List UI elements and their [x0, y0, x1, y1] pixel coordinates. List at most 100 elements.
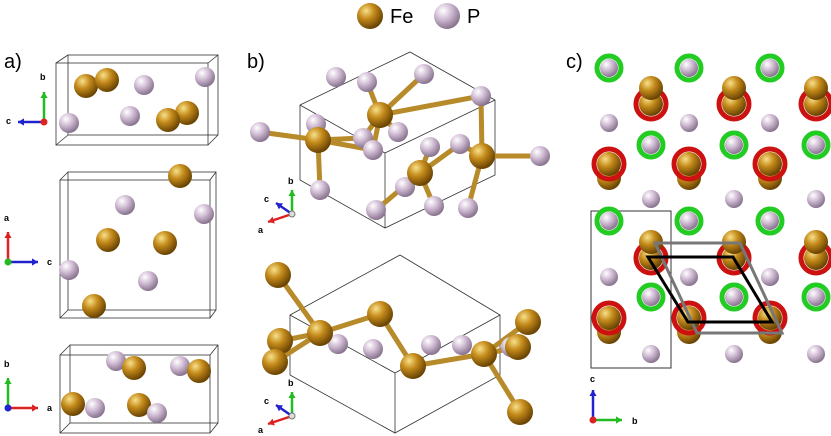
atoms-a2 [59, 164, 214, 318]
green-ring-marker [674, 53, 704, 83]
axis-arrowhead [18, 118, 24, 126]
fe-atom [122, 356, 146, 380]
fe-atom [407, 160, 433, 186]
axis-label: c [6, 116, 11, 126]
p-atom [458, 198, 478, 218]
p-atom [642, 288, 660, 306]
green-ring-marker [594, 206, 624, 236]
red-ring-marker [591, 146, 627, 182]
p-atom [170, 356, 190, 376]
fe-atom [267, 328, 293, 354]
fe-atom [471, 341, 497, 367]
p-atom [680, 59, 698, 77]
fe-atom [507, 399, 533, 425]
p-atom [326, 67, 346, 87]
p-atom [761, 114, 779, 132]
p-atom [761, 59, 779, 77]
axis-label: b [632, 416, 638, 426]
fe-atom [96, 228, 120, 252]
fe-atom [677, 152, 701, 176]
axis-label: c [47, 257, 52, 267]
axis-arrowhead [40, 92, 48, 98]
panel-a-label: a) [4, 51, 22, 73]
legend-fe-label: Fe [390, 6, 413, 28]
fe-atom [82, 294, 106, 318]
fe-atom [505, 334, 531, 360]
axis-arrowhead [288, 190, 296, 196]
atoms-a1 [59, 67, 215, 133]
p-atom [421, 335, 441, 355]
green-ring-marker [636, 130, 666, 160]
panel-a [55, 54, 219, 434]
axis-arrowhead [32, 258, 38, 266]
p-atom [642, 345, 660, 363]
p-atom [600, 212, 618, 230]
fe-atom [469, 143, 495, 169]
legend-p-label: P [467, 6, 480, 28]
atoms-a3 [61, 351, 211, 423]
p-atom [471, 86, 491, 106]
axis-arrowhead [4, 232, 12, 238]
p-atom [807, 345, 825, 363]
p-atom [424, 196, 444, 216]
fe-atom [367, 301, 393, 327]
green-ring-marker [755, 206, 785, 236]
legend-p-swatch [434, 3, 460, 29]
projection-cell-rect [590, 210, 672, 369]
p-atom [600, 59, 618, 77]
panel-c-label: c) [566, 51, 583, 73]
fe-atom [127, 393, 151, 417]
p-atom [363, 339, 383, 359]
green-ring-marker [755, 53, 785, 83]
p-atom [452, 335, 472, 355]
panel-c [590, 53, 831, 369]
p-atom [310, 180, 330, 200]
axis-arrowhead [276, 203, 283, 210]
fe-atom [265, 262, 291, 288]
axis-arrowhead [276, 405, 283, 412]
p-atom [250, 122, 270, 142]
p-atom [120, 106, 140, 126]
axis-origin [4, 258, 12, 266]
p-atom [600, 114, 618, 132]
atoms-b1 [250, 64, 550, 220]
p-atom [195, 67, 215, 87]
p-atom [138, 271, 158, 291]
legend: Fe P [357, 3, 480, 29]
fe-p-bond [379, 93, 482, 118]
axis-origin [589, 416, 597, 424]
p-atom [807, 190, 825, 208]
p-atom [725, 136, 743, 154]
green-ring-marker [636, 282, 666, 312]
p-atom [725, 288, 743, 306]
legend-fe-swatch [357, 3, 383, 29]
green-ring-marker [594, 53, 624, 83]
green-ring-marker [719, 130, 749, 160]
green-ring-marker [801, 282, 831, 312]
axis-origin [40, 118, 48, 126]
p-atom [761, 268, 779, 286]
projection-cell-gray [652, 241, 785, 335]
p-atom [642, 190, 660, 208]
red-ring-marker [591, 300, 627, 336]
axis-origin [288, 412, 296, 420]
red-ring-marker [671, 300, 707, 336]
fe-atom [74, 74, 98, 98]
green-ring-marker [719, 282, 749, 312]
axis-arrowhead [268, 216, 275, 224]
fe-atom [597, 152, 621, 176]
axis-label: b [40, 72, 46, 82]
p-atom [807, 136, 825, 154]
axis-arrowhead [32, 404, 38, 412]
green-ring-marker [801, 130, 831, 160]
panel-b [250, 51, 550, 434]
fe-atom [804, 76, 828, 100]
p-atom [761, 212, 779, 230]
fe-atom [400, 353, 426, 379]
projection-cell-black [645, 255, 775, 324]
axis-label: b [288, 176, 294, 186]
fe-atom [639, 76, 663, 100]
fe-atom [804, 230, 828, 254]
green-ring-marker [674, 206, 704, 236]
